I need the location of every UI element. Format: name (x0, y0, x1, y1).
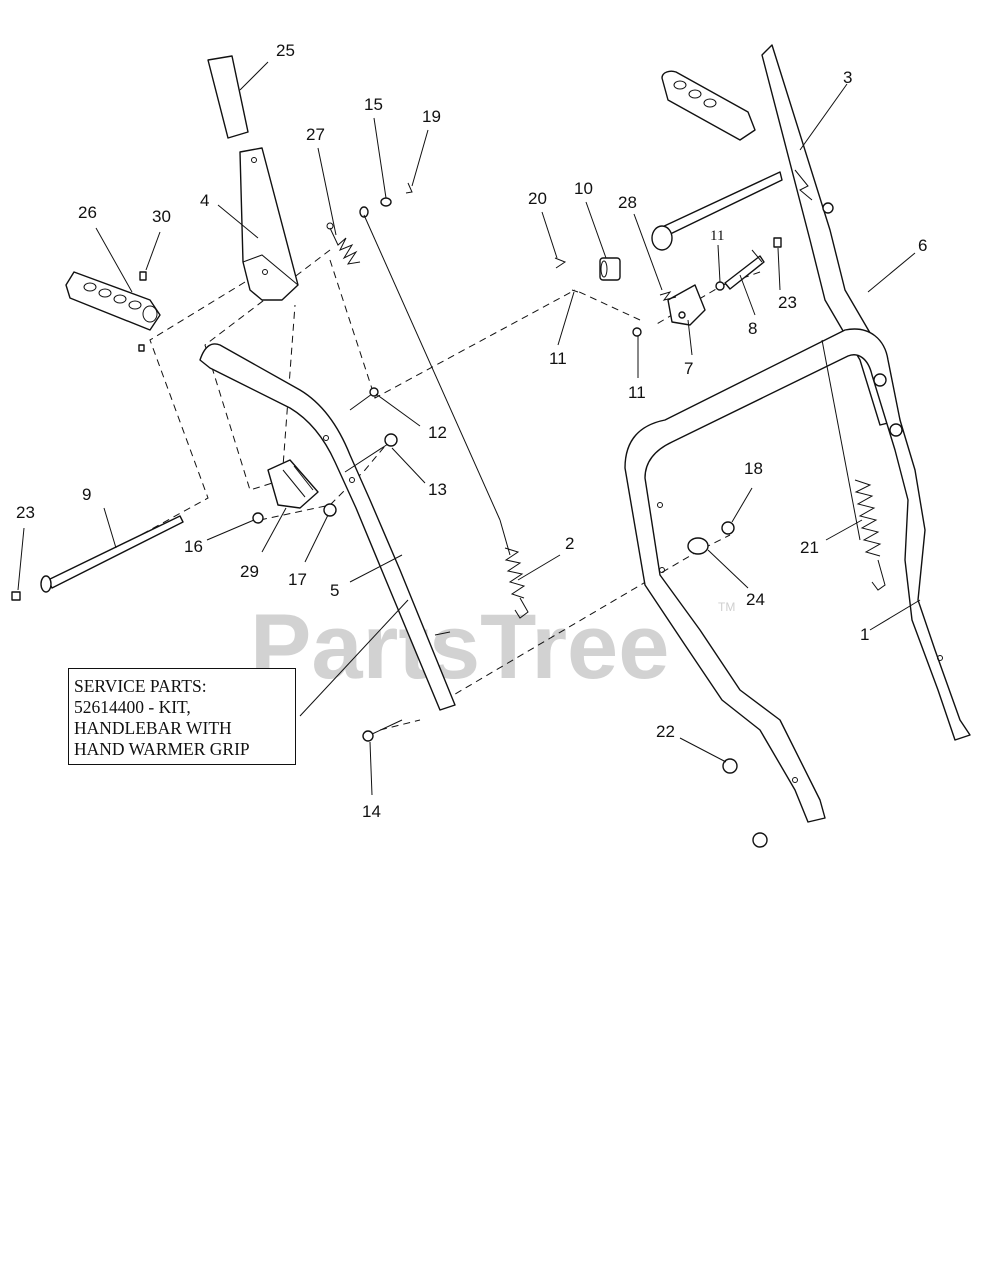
watermark-text: PartsTree (250, 596, 669, 698)
callout-4: 4 (200, 191, 209, 210)
callout-17: 17 (288, 570, 307, 589)
part-10-knob (599, 257, 621, 281)
cable-end-upper (359, 206, 369, 218)
part-12-pin (349, 387, 379, 411)
bolt-lower (752, 832, 768, 848)
callout-18: 18 (744, 459, 763, 478)
callout-26: 26 (78, 203, 97, 222)
service-parts-box: SERVICE PARTS: 52614400 - KIT, HANDLEBAR… (68, 668, 296, 765)
callout-24: 24 (746, 590, 765, 609)
callout-10: 10 (574, 179, 593, 198)
part-26-hand-warmer-grip (65, 271, 161, 331)
part-30-screw (138, 271, 147, 352)
part-11-pin-center (571, 289, 579, 293)
part-27-spring (326, 222, 361, 265)
part-14-carriage-bolt (362, 719, 403, 742)
callout-23-right: 23 (778, 293, 797, 312)
callout-25: 25 (276, 41, 295, 60)
watermark: PartsTree TM (250, 596, 735, 698)
callout-7: 7 (684, 359, 693, 378)
callout-30: 30 (152, 207, 171, 226)
part-11-nut-left (632, 327, 642, 337)
callout-27: 27 (306, 125, 325, 144)
part-16-nut (252, 512, 264, 524)
callout-23-left: 23 (16, 503, 35, 522)
part-1-lower-handlebar (624, 328, 971, 823)
part-18-nut (721, 521, 735, 535)
part-5-left-handlebar (199, 343, 456, 711)
callout-numbers: 25 4 26 30 27 15 19 20 10 28 11 23 8 7 1… (16, 41, 927, 821)
part-23-bolt-right (773, 237, 782, 248)
service-parts-line-4: HAND WARMER GRIP (74, 739, 250, 759)
callout-21: 21 (800, 538, 819, 557)
part-23-bolt-left (11, 591, 21, 601)
part-20-clip (554, 257, 567, 269)
part-2-cable (363, 214, 529, 619)
part-24-spacer (687, 537, 709, 555)
part-22-nut (722, 758, 738, 774)
service-parts-line-1: SERVICE PARTS: (74, 676, 207, 696)
service-parts-line-3: HANDLEBAR WITH (74, 718, 232, 738)
callout-15: 15 (364, 95, 383, 114)
callout-9: 9 (82, 485, 91, 504)
callout-22: 22 (656, 722, 675, 741)
callout-11-center: 11 (549, 349, 567, 368)
part-11-nut-right (715, 281, 725, 291)
callout-11-left: 11 (628, 383, 646, 402)
part-9-rod (40, 515, 184, 593)
part-17-nut (323, 503, 337, 517)
callout-11-right: 11 (710, 228, 724, 244)
callout-16: 16 (184, 537, 203, 556)
callout-29: 29 (240, 562, 259, 581)
callout-14: 14 (362, 802, 381, 821)
part-7-bracket (659, 284, 706, 326)
callout-2: 2 (565, 534, 574, 553)
part-13-pin (344, 433, 398, 473)
part-4-upper-handle (239, 147, 299, 301)
part-15-washer (380, 197, 392, 207)
callout-1: 1 (860, 625, 869, 644)
callout-6: 6 (918, 236, 927, 255)
part-29-cable-guide (267, 459, 319, 509)
part-19-clip (405, 182, 413, 194)
callout-5: 5 (330, 581, 339, 600)
service-parts-line-2: 52614400 - KIT, (74, 697, 191, 717)
callout-8: 8 (748, 319, 757, 338)
leader-lines (17, 61, 921, 796)
callout-28: 28 (618, 193, 637, 212)
part-21-spring (854, 479, 886, 591)
callout-20: 20 (528, 189, 547, 208)
part-25-grip-cap (207, 55, 249, 139)
callout-13: 13 (428, 480, 447, 499)
watermark-tm: TM (718, 600, 735, 614)
part-8-shaft (724, 249, 765, 290)
callout-12: 12 (428, 423, 447, 442)
callout-3: 3 (843, 68, 852, 87)
callout-19: 19 (422, 107, 441, 126)
